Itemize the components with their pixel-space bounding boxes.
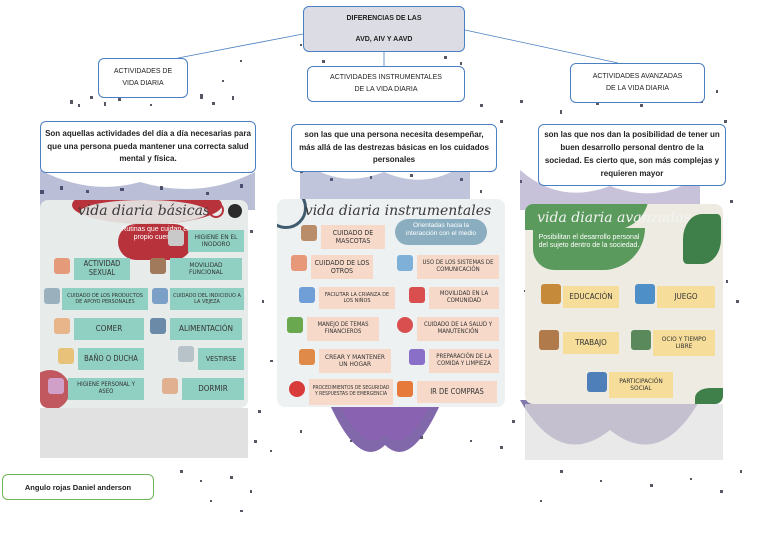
- heading-avd-line1: ACTIVIDADES DE: [113, 68, 173, 76]
- description-aavd: son las que nos dan la posibilidad de te…: [538, 124, 726, 186]
- laptop-work-icon: [539, 330, 559, 350]
- main-title-line2: AVD, AIV Y AAVD: [355, 36, 413, 43]
- item-cuidado-mascotas: CUIDADO DE MASCOTAS: [321, 225, 385, 249]
- item-preparacion-comida: PREPARACIÓN DE LA COMIDA Y LIMPIEZA: [429, 349, 499, 373]
- heading-aavd-line1: ACTIVIDADES AVANZADAS: [592, 73, 683, 81]
- item-crianza-ninos: FACILITAR LA CRIANZA DE LOS NIÑOS: [319, 287, 395, 309]
- item-ocio-tiempo-libre: OCIO Y TIEMPO LIBRE: [653, 330, 715, 356]
- hygiene-icon: [48, 378, 64, 394]
- panel-instrumentales-subtitle: Orientadas hacia la interacción con el m…: [405, 222, 477, 237]
- item-vestirse: VESTIRSE: [198, 348, 244, 370]
- books-icon: [541, 284, 561, 304]
- panel-basicas-title: vida diaria básicas: [77, 203, 211, 219]
- item-juego: JUEGO: [657, 286, 715, 308]
- puzzle-icon: [635, 284, 655, 304]
- heading-avd-line2: VIDA DIARIA: [122, 80, 164, 87]
- item-cuidado-salud: CUIDADO DE LA SALUD Y MANUTENCIÓN: [417, 317, 499, 341]
- item-cuidado-vejez: CUIDADO DEL INDICIDUO A LA VEJEZA: [170, 288, 244, 310]
- panel-avanzadas-subtitle: Posibilitan el desarrollo personal del s…: [538, 234, 640, 250]
- elderly-care-icon: [152, 288, 168, 304]
- bath-icon: [58, 348, 74, 364]
- description-aivd: son las que una persona necesita desempe…: [291, 124, 497, 172]
- main-title-box: DIFERENCIAS DE LAS AVD, AIV Y AAVD: [303, 6, 465, 52]
- heading-aavd-line2: DE LA VIDA DIARIA: [605, 85, 670, 92]
- item-higiene-personal: HIGIENE PERSONAL Y ASEO: [68, 378, 144, 400]
- main-title-line1: DIFERENCIAS DE LAS: [346, 15, 422, 22]
- item-actividad-sexual: ACTIVIDAD SEXUAL: [74, 258, 130, 280]
- shopping-bags-icon: [397, 381, 413, 397]
- description-avd: Son aquellas actividades del día a día n…: [40, 121, 256, 173]
- money-icon: [287, 317, 303, 333]
- item-educacion: EDUCACIÓN: [563, 286, 619, 308]
- bus-icon: [409, 287, 425, 303]
- item-bano-ducha: BAÑO O DUCHA: [78, 348, 144, 370]
- panel-instrumentales: vida diaria instrumentales Orientadas ha…: [277, 199, 505, 407]
- couple-icon: [54, 258, 70, 274]
- item-alimentacion: ALIMENTACIÓN: [170, 318, 242, 340]
- baby-icon: [299, 287, 315, 303]
- item-movilidad-comunidad: MOVILIDAD EN LA COMUNIDAD: [429, 287, 499, 309]
- item-higiene-inodoro: HIGIENE EN EL INODORO: [188, 230, 244, 252]
- eating-icon: [54, 318, 70, 334]
- wheelchair-icon: [44, 288, 60, 304]
- item-ir-compras: IR DE COMPRAS: [417, 381, 497, 403]
- item-cuidado-otros: CUIDADO DE LOS OTROS: [311, 255, 373, 279]
- panel-avanzadas: vida diaria avanzadas Posibilitan el des…: [525, 204, 723, 404]
- panel-avanzadas-title: vida diaria avanzadas: [537, 210, 691, 226]
- clothes-rack-icon: [178, 346, 194, 362]
- item-cuidado-productos-apoyo: CUIDADO DE LOS PRODUCTOS DE APOYO PERSON…: [62, 288, 148, 310]
- item-sistemas-comunicacion: USO DE LOS SISTEMAS DE COMUNICACIÓN: [417, 255, 499, 279]
- item-participacion-social: PARTICIPACIÓN SOCIAL: [609, 372, 673, 398]
- heading-aavd: ACTIVIDADES AVANZADAS DE LA VIDA DIARIA: [570, 63, 705, 103]
- feeding-icon: [150, 318, 166, 334]
- leisure-group-icon: [631, 330, 651, 350]
- author-name: Angulo rojas Daniel anderson: [2, 474, 154, 500]
- heading-aivd-line2: DE LA VIDA DIARIA: [354, 86, 418, 93]
- pets-icon: [301, 225, 317, 241]
- item-crear-hogar: CREAR Y MANTENER UN HOGAR: [319, 349, 391, 373]
- heading-aivd-line1: ACTIVIDADES INSTRUMENTALES: [330, 74, 442, 82]
- community-icon: [587, 372, 607, 392]
- item-dormir: DORMIR: [182, 378, 244, 400]
- smartphone-icon: [397, 255, 413, 271]
- panel-basicas: vida diaria básicas Rutinas que cuidan e…: [40, 200, 248, 408]
- emergency-icon: [289, 381, 305, 397]
- panel-instrumentales-title: vida diaria instrumentales: [304, 203, 492, 219]
- item-trabajo: TRABAJO: [563, 332, 619, 354]
- heading-aivd: ACTIVIDADES INSTRUMENTALES DE LA VIDA DI…: [307, 66, 465, 102]
- walker-icon: [150, 258, 166, 274]
- heading-avd: ACTIVIDADES DE VIDA DIARIA: [98, 58, 188, 98]
- house-icon: [299, 349, 315, 365]
- panel-basicas-subtitle: Rutinas que cuidan el propio cuerpo: [121, 226, 189, 242]
- item-temas-financieros: MANEJO DE TEMAS FINANCIEROS: [307, 317, 379, 341]
- item-movilidad-funcional: MOVILIDAD FUNCIONAL: [170, 258, 242, 280]
- cleaning-icon: [409, 349, 425, 365]
- heart-health-icon: [397, 317, 413, 333]
- subtitle-blob: [395, 219, 487, 245]
- item-seguridad-emergencia: PROCEDIMIENTOS DE SEGURIDAD Y RESPUESTAS…: [309, 379, 393, 405]
- sleeping-icon: [162, 378, 178, 394]
- leaf-decoration-icon: [683, 214, 721, 264]
- item-comer: COMER: [74, 318, 144, 340]
- toilet-paper-icon: [168, 230, 184, 246]
- caregiving-hands-icon: [291, 255, 307, 271]
